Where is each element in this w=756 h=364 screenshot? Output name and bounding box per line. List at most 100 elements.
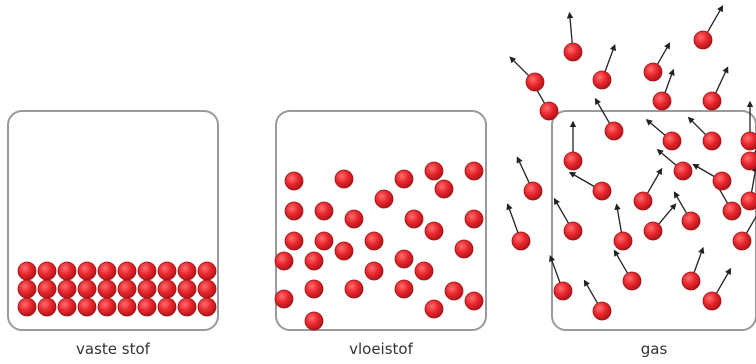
liquid-particle [305,312,323,330]
motion-arrow [716,68,728,93]
gas-particle [644,222,662,240]
liquid-particle [275,252,293,270]
gas-particle [634,192,652,210]
solid-particle [78,280,96,298]
liquid-particle [395,280,413,298]
gas-particle [741,192,756,210]
solid-particle [18,280,36,298]
gas-particle [605,122,623,140]
solid-particle [158,298,176,316]
gas-particle [526,73,544,91]
solid-particle [58,262,76,280]
solid-particle [38,298,56,316]
gas-particle [733,232,751,250]
liquid-particle [365,262,383,280]
gas-particle [713,172,731,190]
solid-particle [158,262,176,280]
liquid-particle [435,180,453,198]
motion-arrow [517,158,529,183]
solid-particle [58,298,76,316]
solid-particle [78,298,96,316]
motion-arrow [508,204,518,232]
solid-particle [118,280,136,298]
liquid-particle [455,240,473,258]
solid-particle [38,280,56,298]
liquid-particle [335,242,353,260]
solid-particle [98,262,116,280]
solid-particle [138,298,156,316]
gas-particle [614,232,632,250]
gas-particle [593,71,611,89]
solid-particle [118,298,136,316]
solid-particle [138,280,156,298]
gas-particle [703,92,721,110]
liquid-particle [445,282,463,300]
solid-particle [18,262,36,280]
gas-particle [741,132,756,150]
liquid-particle [465,210,483,228]
gas-particle [682,212,700,230]
liquid-particle [405,210,423,228]
liquid-particle [375,190,393,208]
gas-particle [694,31,712,49]
liquid-particle [395,250,413,268]
label-gas: gas [641,340,668,358]
solid-particle [38,262,56,280]
solid-particle [178,298,196,316]
gas-particle [524,182,542,200]
solid-particle [78,262,96,280]
liquid-particle [275,290,293,308]
solid-particle [198,262,216,280]
liquid-particle [305,280,323,298]
liquid-particle [365,232,383,250]
motion-arrow [658,43,670,64]
gas-particle [564,43,582,61]
gas-particle [593,182,611,200]
gas-particle [644,63,662,81]
motion-arrow [605,45,615,71]
motion-arrow [510,57,528,75]
solid-particle [98,298,116,316]
solid-particle [178,262,196,280]
gas-particle [653,92,671,110]
liquid-particle [465,292,483,310]
solid-particle [198,280,216,298]
solid-particle [198,298,216,316]
gas-particle [554,282,572,300]
gas-particle [564,222,582,240]
liquid-particle [425,300,443,318]
solid-particle [118,262,136,280]
gas-particle [723,202,741,220]
solid-particle [178,280,196,298]
solid-particle [18,298,36,316]
liquid-particle [305,252,323,270]
motion-arrow [708,6,723,32]
label-solid: vaste stof [76,340,150,358]
gas-particle [703,132,721,150]
gas-particle [682,272,700,290]
liquid-particle [395,170,413,188]
solid-particle [98,280,116,298]
gas-particle [663,132,681,150]
solid-particle [158,280,176,298]
gas-particle [623,272,641,290]
liquid-particle [285,232,303,250]
motion-arrow [665,70,673,93]
gas-particle [703,292,721,310]
liquid-particle [335,170,353,188]
liquid-particle [415,262,433,280]
solid-particle [58,280,76,298]
gas-container [552,111,756,330]
liquid-particle [465,162,483,180]
gas-particle [540,102,558,120]
liquid-particle [425,162,443,180]
liquid-particle [285,202,303,220]
gas-particle [512,232,530,250]
liquid-particle [315,232,333,250]
motion-arrow [570,13,573,43]
gas-particle [564,152,582,170]
liquid-particle [345,280,363,298]
gas-particle [741,152,756,170]
liquid-particle [285,172,303,190]
